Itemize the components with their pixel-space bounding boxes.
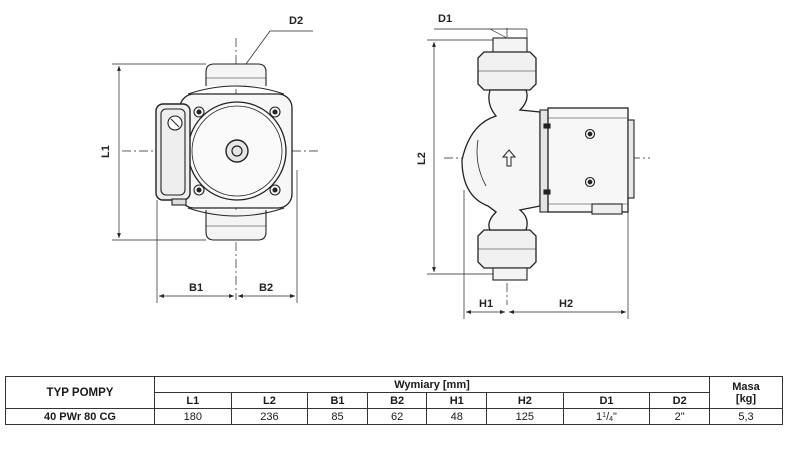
cell-b1: 85 (307, 408, 368, 425)
cell-d1: 11/4" (562, 408, 651, 425)
front-view (122, 38, 318, 300)
d1-numerator: 1 (602, 411, 607, 419)
column-header-l1: L1 (154, 392, 232, 409)
dim-label-h1: H1 (479, 298, 493, 310)
cell-h1: 48 (426, 408, 488, 425)
d1-whole: 1 (596, 410, 603, 423)
dim-label-b1: B1 (189, 282, 203, 294)
dimensions-group-header: Wymiary [mm] (154, 376, 710, 393)
technical-drawing: D2 L1 B1 B2 (100, 13, 650, 319)
cell-model: 40 PWr 80 CG (5, 408, 155, 425)
cell-l2: 236 (230, 408, 309, 425)
side-view (444, 28, 650, 305)
column-header-b1: B1 (307, 392, 368, 409)
dim-label-d2: D2 (289, 15, 303, 27)
d1-denominator: 4 (609, 415, 614, 423)
cell-l1: 180 (154, 408, 232, 425)
mass-header: Masa [kg] (709, 376, 783, 409)
type-header: TYP POMPY (5, 376, 155, 409)
cell-h2: 125 (486, 408, 564, 425)
side-dimensions (427, 28, 629, 319)
dim-label-d1: D1 (438, 13, 452, 25)
column-header-d2: D2 (649, 392, 710, 409)
cell-b2: 62 (366, 408, 428, 425)
dim-label-l1: L1 (100, 145, 112, 158)
front-dimensions (112, 30, 313, 303)
cell-d2: 2" (649, 408, 710, 425)
mass-header-line2: [kg] (735, 392, 757, 405)
d1-unit: " (613, 410, 617, 423)
front-bolts (193, 106, 281, 196)
pump-dimensions-table: TYP POMPY Wymiary [mm] Masa [kg] L1 L2 B… (5, 376, 783, 425)
column-header-h1: H1 (426, 392, 488, 409)
column-header-b2: B2 (366, 392, 428, 409)
dim-label-h2: H2 (559, 298, 573, 310)
cell-mass: 5,3 (709, 408, 783, 425)
mass-header-line1: Masa (732, 380, 760, 393)
column-header-l2: L2 (230, 392, 309, 409)
column-header-d1: D1 (562, 392, 651, 409)
dim-label-l2: L2 (416, 152, 428, 165)
column-header-h2: H2 (486, 392, 564, 409)
table-row: 40 PWr 80 CG 180 236 85 62 48 125 11/4" … (5, 408, 783, 425)
dim-label-b2: B2 (259, 282, 273, 294)
